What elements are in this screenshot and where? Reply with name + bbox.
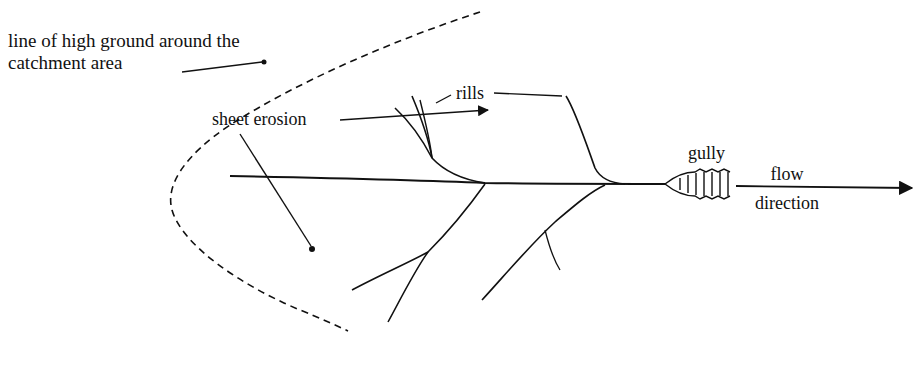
catchment-boundary [171,12,480,331]
rill [352,184,485,290]
gully-symbol [665,169,730,199]
rill [566,96,625,184]
rill [545,230,560,270]
rill [388,252,428,322]
sheet-erosion-label: sheet erosion [212,109,306,130]
leader-dot [309,246,315,252]
leader-line [182,62,262,72]
rills-label: rills [456,83,484,104]
leader-line [240,134,311,246]
leader-line [494,93,562,96]
flow-direction-label: flow direction [744,160,830,218]
leader-line [340,110,488,120]
gully-label: gully [688,143,725,164]
rill [482,185,605,300]
rill [420,100,432,158]
rill [412,96,432,158]
flow-arrow [736,186,912,188]
main-channel [230,176,665,184]
leader-dot [262,60,267,65]
leader-line [436,95,451,103]
rill [395,108,485,183]
boundary-label: line of high ground around the catchment… [8,30,253,74]
